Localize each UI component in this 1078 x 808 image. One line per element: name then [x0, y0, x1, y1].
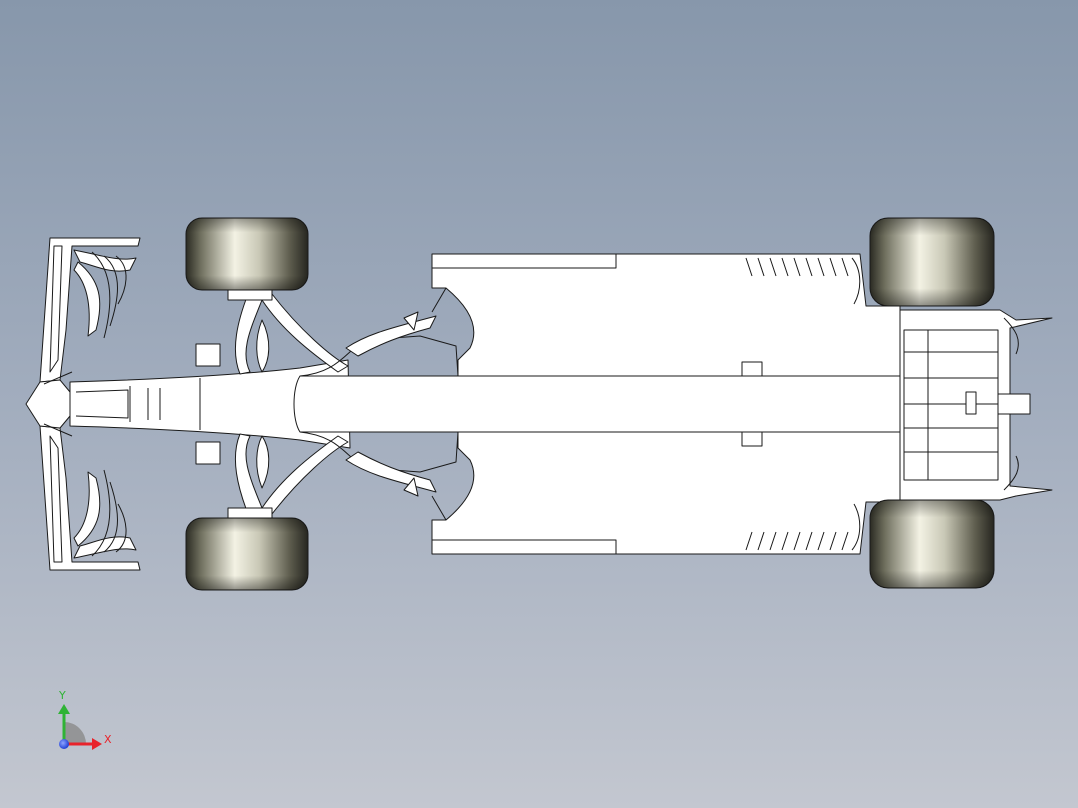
axis-x-label: X — [104, 733, 112, 746]
tire-rear-left[interactable] — [869, 217, 995, 307]
front-suspension[interactable] — [195, 289, 349, 519]
axis-triad — [58, 704, 102, 750]
tire-rear-right[interactable] — [869, 499, 995, 589]
axis-y-label: Y — [59, 689, 66, 702]
rear-wing[interactable] — [899, 309, 1053, 501]
engine-cover[interactable] — [293, 375, 903, 433]
sidepod-vents — [745, 257, 861, 551]
tire-front-right[interactable] — [185, 517, 309, 591]
front-wing[interactable] — [25, 237, 141, 571]
tire-front-left[interactable] — [185, 217, 309, 291]
cockpit[interactable] — [345, 311, 437, 497]
nose-cone[interactable] — [69, 359, 351, 449]
